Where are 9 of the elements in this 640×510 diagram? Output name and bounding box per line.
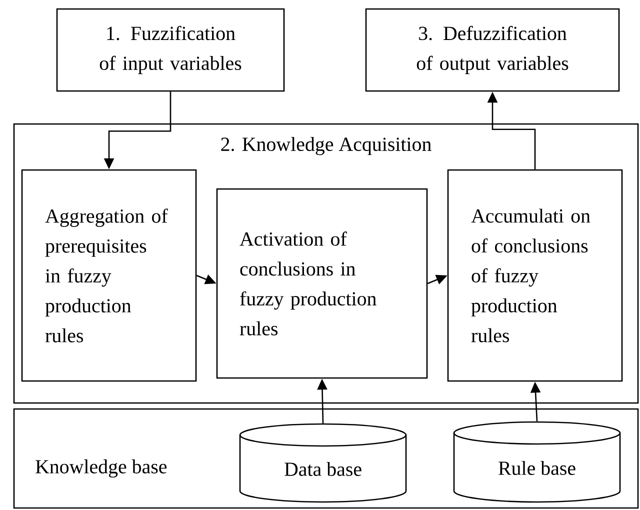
node-label: Data base: [284, 462, 362, 476]
process-box: 3. Defuzzification of output variables: [365, 8, 620, 92]
process-box: Activation of conclusions in fuzzy production rules: [216, 188, 428, 379]
database-cylinder: Rule base: [453, 421, 621, 503]
process-box: Accumulati on of conclusions of fuzzy production rules: [447, 169, 623, 382]
node-label: Rule base: [498, 460, 576, 475]
database-cylinder: Data base: [239, 423, 407, 503]
process-box: 1. Fuzzification of input variables: [56, 8, 285, 92]
process-box: Aggregation of prerequisites in fuzzy production rules: [21, 169, 197, 382]
